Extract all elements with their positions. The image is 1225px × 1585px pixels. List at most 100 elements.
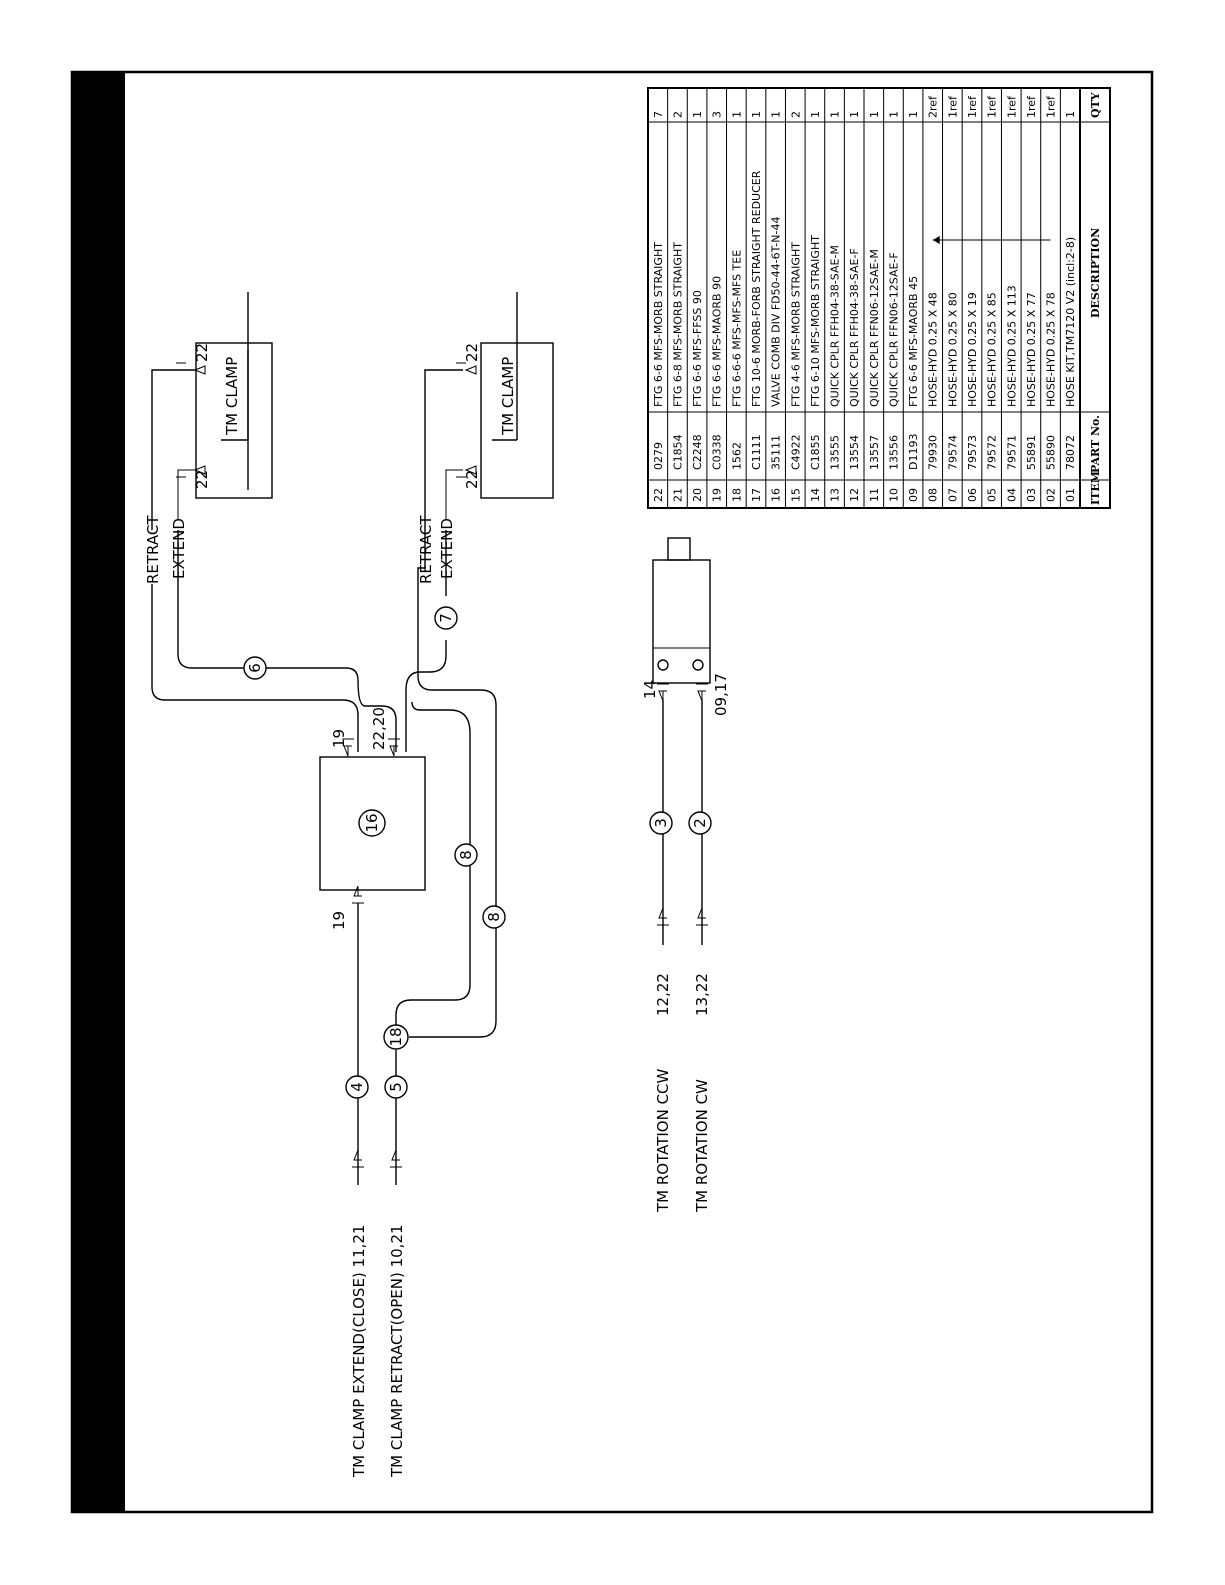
bom-item-number: 02: [1045, 488, 1058, 502]
retract-line-top: [151, 584, 359, 752]
line-terminators: [176, 362, 708, 1168]
bom-part-number: C0338: [711, 434, 724, 470]
bom-description: QUICK CPLR FFN06-12SAE-M: [868, 249, 881, 407]
bom-part-number: 13557: [868, 435, 881, 470]
bom-description: FTG 6-8 MFS-MORB STRAIGHT: [671, 242, 684, 407]
bom-quantity: 7: [652, 111, 665, 118]
bom-part-number: 79574: [946, 435, 959, 470]
bom-item-number: 19: [711, 488, 724, 502]
rotation-cw-label: TM ROTATION CW: [693, 1079, 711, 1213]
bom-header-description: DESCRIPTION: [1089, 228, 1102, 318]
bom-description: HOSE-HYD 0.25 X 78: [1045, 292, 1058, 407]
bom-quantity: 1: [730, 111, 743, 118]
bom-part-number: 13556: [887, 435, 900, 470]
bom-quantity: 1ref: [1045, 95, 1058, 118]
bom-quantity: 1: [868, 111, 881, 118]
bom-part-number: 79572: [986, 435, 999, 470]
binding-strip: [72, 72, 125, 1512]
extend-port-label: EXTEND: [170, 518, 188, 579]
svg-text:8: 8: [457, 850, 475, 860]
bom-item-number: 09: [907, 488, 920, 502]
clamp2-port-callout: 22: [463, 470, 481, 489]
bom-part-number: 13554: [848, 435, 861, 470]
rotation-cw-items: 13,22: [693, 973, 711, 1016]
schematic-labels: TM CLAMP EXTEND(CLOSE) 11,21 TM CLAMP RE…: [144, 343, 730, 1478]
bom-item-number: 05: [986, 488, 999, 502]
bom-quantity: 1ref: [946, 95, 959, 118]
bom-description: FTG 4-6 MFS-MORB STRAIGHT: [789, 242, 802, 407]
svg-text:8: 8: [485, 912, 503, 922]
bom-part-number: C2248: [691, 434, 704, 470]
bom-part-number: 0279: [652, 442, 665, 470]
bom-header-item: ITEM: [1089, 471, 1102, 505]
bom-part-number: 79930: [927, 435, 940, 470]
divider-out-retract-callout: 22,20: [370, 707, 388, 750]
bom-part-number: C1854: [671, 434, 684, 470]
hose-7-bubble: 7: [434, 606, 458, 630]
bom-part-number: D1193: [907, 434, 920, 470]
bom-description: QUICK CPLR FFH04-38-SAE-F: [848, 248, 861, 407]
bom-item-number: 17: [750, 488, 763, 502]
bom-header-part: PART No.: [1089, 415, 1102, 473]
svg-text:2: 2: [691, 818, 709, 828]
hose-5-bubble: 5: [384, 1075, 408, 1099]
bom-description: QUICK CPLR FFH04-38-SAE-M: [829, 245, 842, 407]
bom-part-number: C1111: [750, 434, 763, 470]
bom-item-number: 04: [1005, 488, 1018, 502]
hose-6: [177, 530, 397, 752]
bom-quantity: 1: [691, 111, 704, 118]
clamp1-port-callout: 22: [193, 470, 211, 489]
bom-quantity: 1: [848, 111, 861, 118]
hose-8-left: [395, 701, 471, 1025]
svg-text:4: 4: [348, 1082, 366, 1092]
rotation-ccw-items: 12,22: [654, 973, 672, 1016]
bom-description: FTG 6-6 MFS-FFSS 90: [691, 290, 704, 407]
svg-text:3: 3: [652, 818, 670, 828]
bom-item-number: 14: [809, 488, 822, 502]
bom-item-number: 01: [1064, 488, 1077, 502]
bom-description: FTG 6-6 MFS-MORB STRAIGHT: [652, 242, 665, 407]
bom-part-number: 55891: [1025, 435, 1038, 470]
bom-description: FTG 10-6 MORB-FORB STRAIGHT REDUCER: [750, 170, 763, 407]
tee-18-bubble: 18: [383, 1024, 409, 1050]
clamp-extend-input-label: TM CLAMP EXTEND(CLOSE) 11,21: [350, 1225, 368, 1478]
bom-description: HOSE-HYD 0.25 X 48: [927, 292, 940, 407]
clamp-cylinder-bottom: TM CLAMP: [480, 292, 554, 499]
bom-item-number: 06: [966, 488, 979, 502]
bom-part-number: 1562: [730, 442, 743, 470]
bom-item-number: 08: [927, 488, 940, 502]
clamp2-port-callout: 22: [463, 343, 481, 362]
motor-bottom-callout: 09,17: [712, 673, 730, 716]
hose-8-right: [409, 567, 497, 1038]
bom-item-number: 20: [691, 488, 704, 502]
bom-item-number: 10: [887, 488, 900, 502]
sheet-border: [70, 70, 1154, 1514]
hose-lines: [151, 369, 703, 1185]
motor-top-callout: 14: [641, 680, 659, 699]
retract-port-label: RETRACT: [417, 515, 435, 584]
bom-quantity: 2: [789, 111, 802, 118]
divider-input-callout: 19: [330, 911, 348, 930]
bom-item-number: 18: [730, 488, 743, 502]
svg-text:7: 7: [437, 613, 455, 623]
bom-item-number: 07: [946, 488, 959, 502]
bom-header-qty: QTY: [1089, 92, 1102, 118]
cylinder-label: TM CLAMP: [223, 357, 241, 436]
svg-text:18: 18: [387, 1027, 405, 1046]
bom-item-number: 12: [848, 488, 861, 502]
bom-description: QUICK CPLR FFN06-12SAE-F: [887, 252, 900, 407]
bom-quantity: 1: [887, 111, 900, 118]
svg-text:5: 5: [387, 1082, 405, 1092]
bom-description: HOSE-HYD 0.25 X 77: [1025, 292, 1038, 407]
bom-quantity: 1ref: [1025, 95, 1038, 118]
bom-quantity: 1ref: [966, 95, 979, 118]
bom-quantity: 1: [750, 111, 763, 118]
clamp-retract-input-label: TM CLAMP RETRACT(OPEN) 10,21: [388, 1224, 406, 1478]
bom-quantity: 1: [770, 111, 783, 118]
bom-description: VALVE COMB DIV FD50-44-6T-N-44: [770, 217, 783, 407]
hose-4-bubble: 4: [345, 1075, 369, 1099]
hose-6-bubble: 6: [243, 656, 267, 680]
bom-quantity: 1ref: [1005, 95, 1018, 118]
